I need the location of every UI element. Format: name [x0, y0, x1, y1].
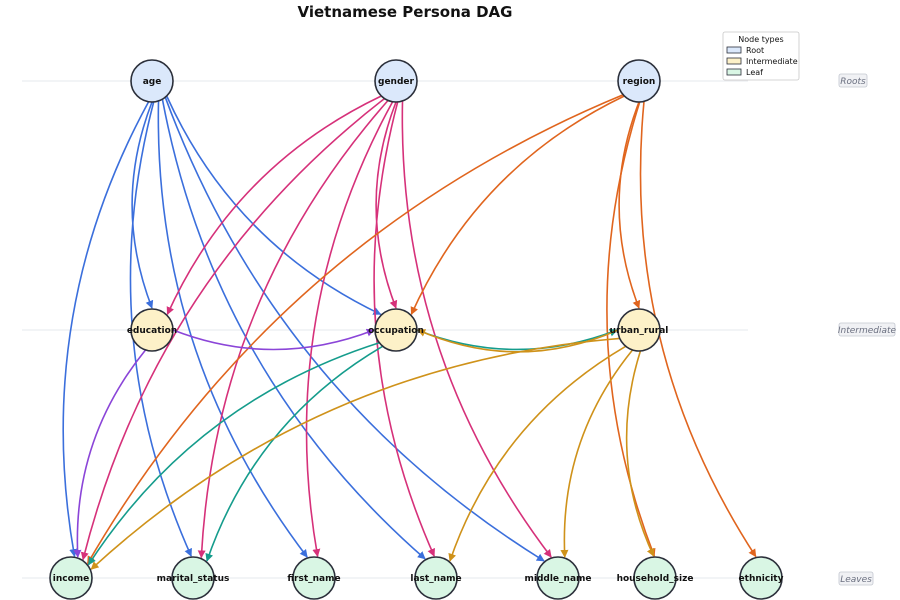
node-label: household_size [617, 574, 694, 584]
edge-occupation-to-income [87, 341, 380, 566]
svg-text:Intermediate: Intermediate [746, 57, 798, 66]
svg-text:Intermediate: Intermediate [838, 326, 897, 336]
node-first-name: first_name [287, 556, 341, 600]
edge-education-to-income [73, 349, 147, 558]
node-label: middle_name [525, 574, 592, 584]
edge-age-to-occupation [165, 95, 382, 316]
node-label: education [127, 326, 177, 336]
edge-occupation-to-marital_status [205, 345, 384, 562]
diagram-title: Vietnamese Persona DAG [298, 3, 513, 21]
tier-label-intermediate: Intermediate [838, 322, 897, 337]
node-urban-rural: urban_rural [610, 308, 669, 352]
edge-occupation-to-urban_rural [416, 328, 618, 351]
node-circle [536, 556, 580, 600]
edge-age-to-first_name [157, 100, 308, 558]
node-middle-name: middle_name [525, 556, 592, 600]
edge-urban_rural-to-income [90, 337, 620, 570]
node-circle [739, 556, 783, 600]
node-household-size: household_size [617, 556, 694, 600]
edge-urban_rural-to-middle_name [560, 349, 634, 558]
edge-age-to-last_name [161, 99, 426, 560]
edge-gender-to-occupation [375, 101, 398, 309]
legend: Node types Root Intermediate Leaf [722, 31, 800, 81]
node-label: region [623, 77, 656, 87]
legend-item-leaf: Leaf [726, 68, 763, 77]
node-age: age [130, 59, 174, 103]
edge-gender-to-first_name [305, 101, 394, 558]
node-label: age [143, 77, 162, 87]
node-label: ethnicity [739, 574, 784, 584]
node-label: marital_status [157, 574, 230, 584]
node-circle [292, 556, 336, 600]
edge-age-to-income [62, 101, 150, 558]
node-label: gender [378, 77, 415, 87]
edge-age-to-education [131, 101, 154, 309]
tier-label-roots: Roots [838, 73, 868, 88]
node-circle [633, 556, 677, 600]
edge-region-to-income [86, 94, 624, 565]
edge-gender-to-education [166, 95, 382, 316]
svg-text:Root: Root [746, 46, 764, 55]
edge-age-to-middle_name [164, 97, 545, 562]
edge-layer [62, 94, 757, 570]
edge-region-to-urban_rural [618, 101, 641, 309]
node-circle [374, 308, 418, 352]
svg-text:Leaf: Leaf [746, 68, 763, 77]
node-circle [617, 59, 661, 103]
node-label: income [53, 574, 90, 584]
node-circle [49, 556, 93, 600]
legend-box [722, 31, 800, 81]
edge-region-to-occupation [410, 95, 625, 316]
node-label: last_name [410, 574, 461, 584]
edge-urban_rural-to-household_size [625, 350, 655, 557]
legend-item-root: Root [726, 46, 764, 55]
node-label: urban_rural [610, 326, 669, 336]
node-circle [130, 59, 174, 103]
legend-title: Node types [738, 35, 783, 44]
node-circle [617, 308, 661, 352]
node-region: region [617, 59, 661, 103]
edge-urban_rural-to-last_name [448, 345, 627, 562]
edge-gender-to-middle_name [401, 100, 552, 558]
tier-labels: Roots Intermediate Leaves [838, 73, 897, 586]
node-ethnicity: ethnicity [739, 556, 784, 600]
edge-gender-to-marital_status [197, 99, 389, 559]
node-circle [171, 556, 215, 600]
tier-label-leaves: Leaves [838, 571, 874, 586]
node-income: income [49, 556, 93, 600]
node-circle [374, 59, 418, 103]
node-layer: age gender region education occupation urban_… [49, 59, 784, 600]
node-occupation: occupation [368, 308, 424, 352]
node-education: education [127, 308, 177, 352]
edge-education-to-occupation [172, 328, 375, 351]
node-marital-status: marital_status [157, 556, 230, 600]
edge-region-to-ethnicity [639, 101, 757, 558]
node-label: occupation [368, 326, 424, 336]
node-last-name: last_name [410, 556, 462, 600]
node-circle [414, 556, 458, 600]
node-circle [130, 308, 174, 352]
node-label: first_name [287, 574, 340, 584]
svg-text:Leaves: Leaves [840, 575, 872, 585]
svg-text:Roots: Roots [840, 77, 866, 87]
edge-gender-to-income [80, 97, 385, 561]
legend-item-intermediate: Intermediate [726, 57, 798, 66]
node-gender: gender [374, 59, 418, 103]
